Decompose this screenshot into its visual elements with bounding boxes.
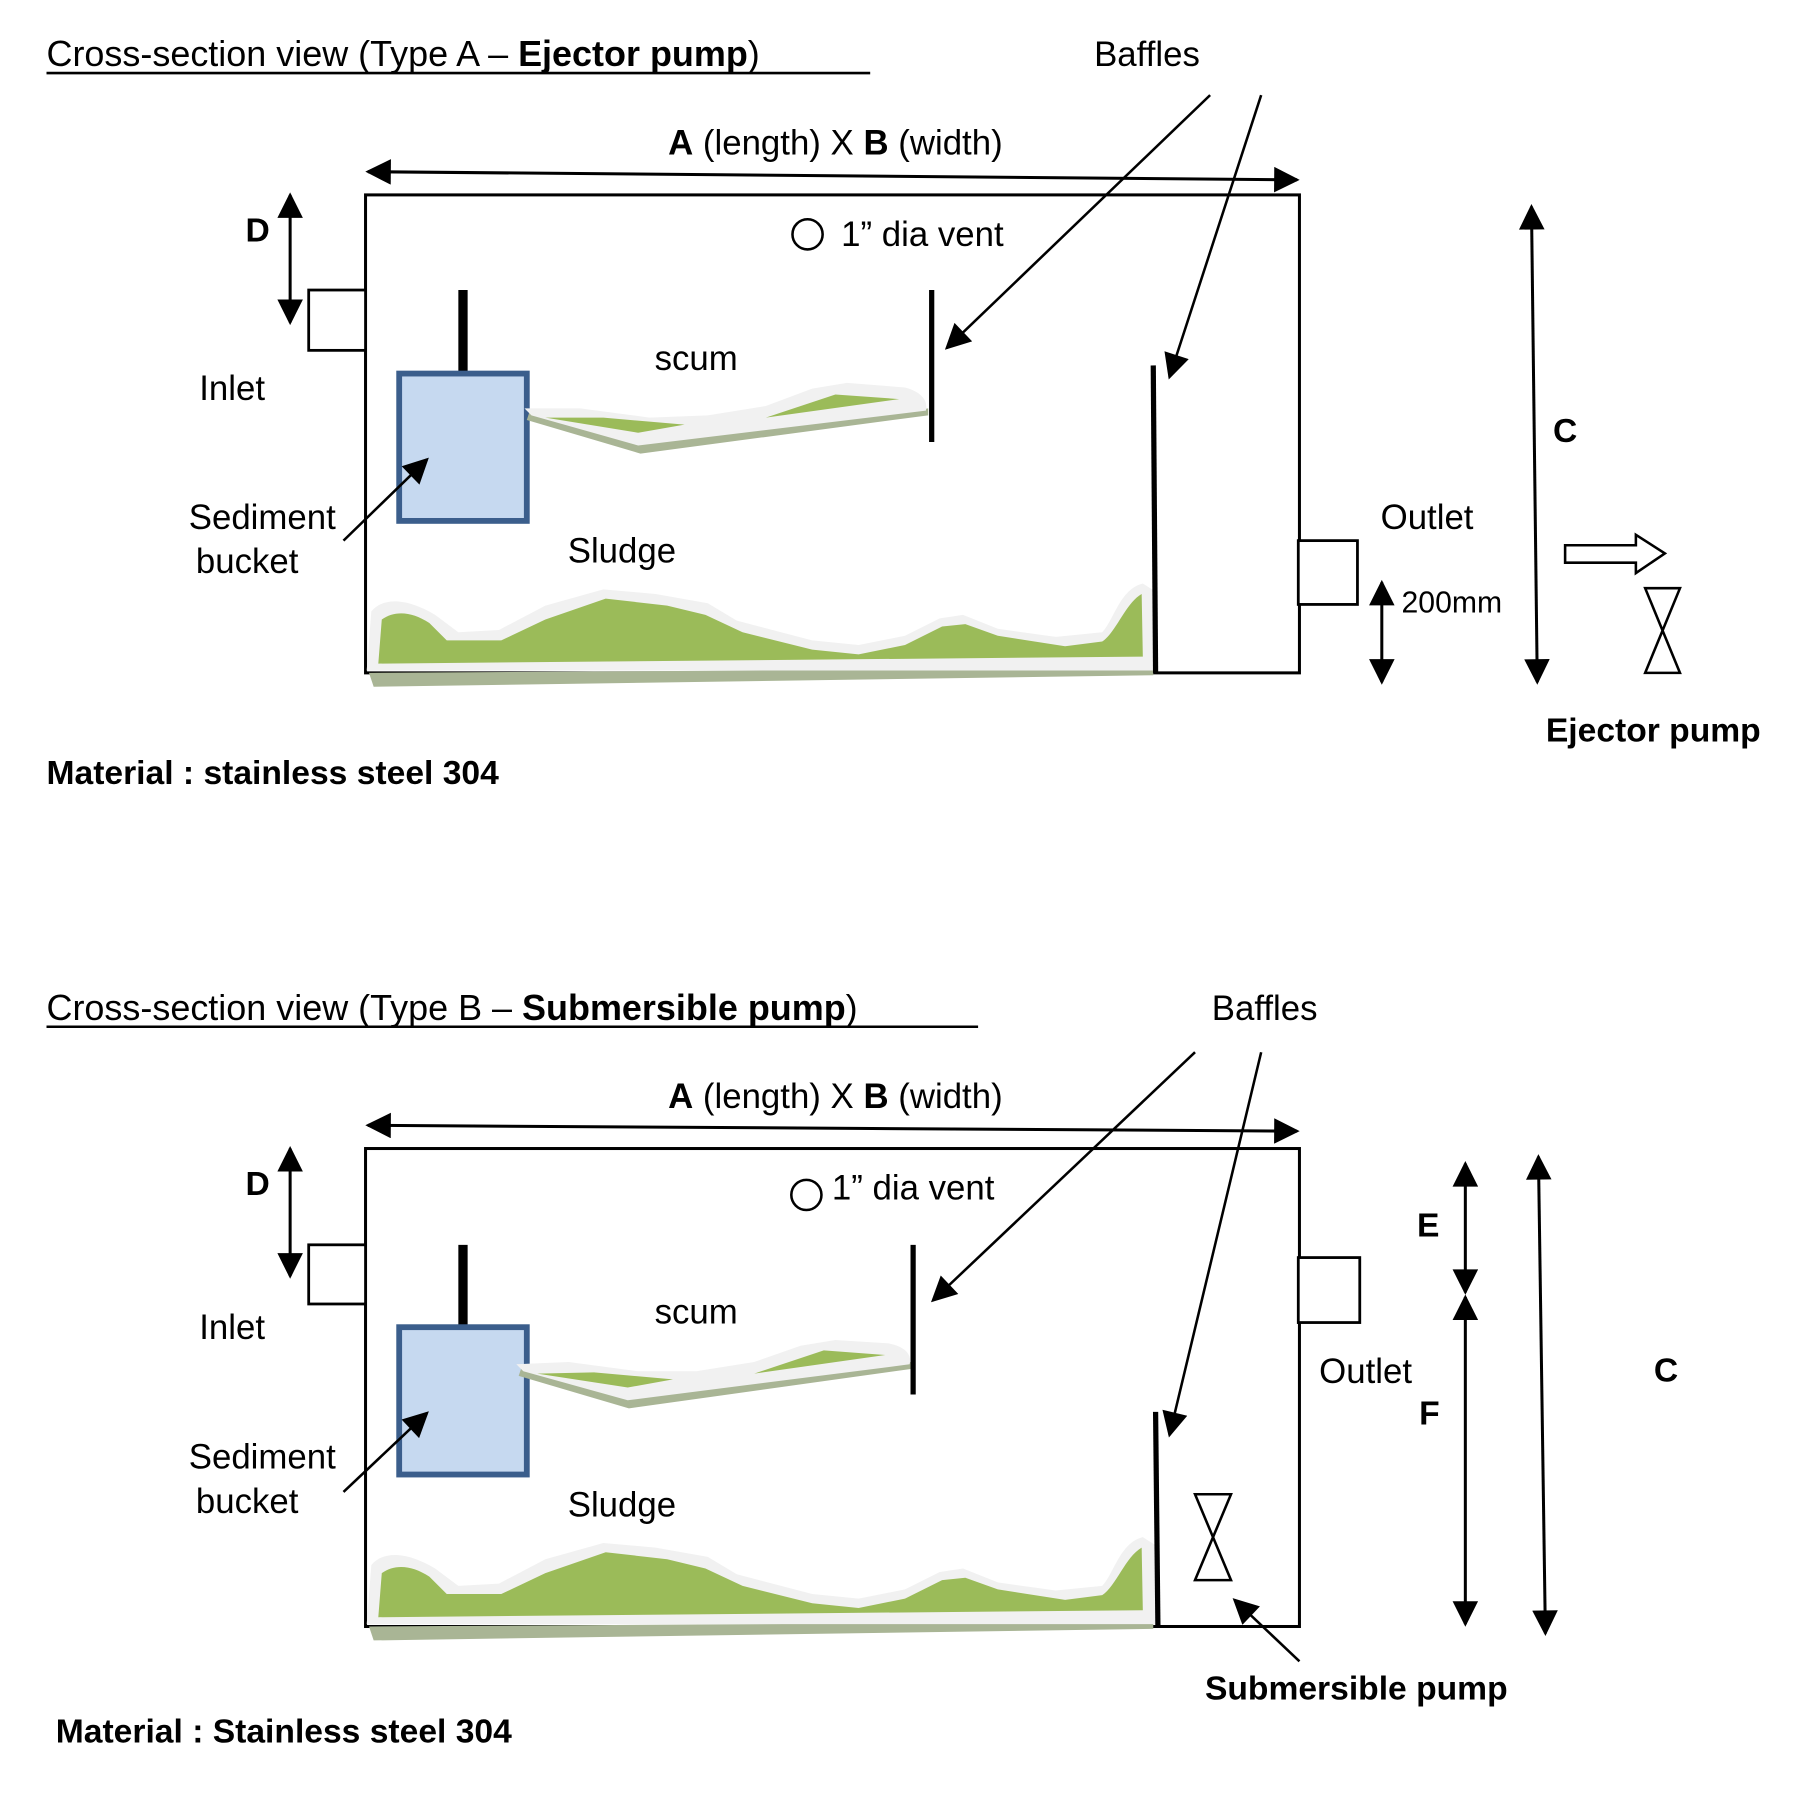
length-dimension-arrow [365, 159, 1300, 193]
sediment-bucket-pointer-arrow [342, 457, 429, 542]
sediment-bucket-label-line2: bucket [196, 542, 299, 581]
sediment-bucket [396, 1324, 530, 1478]
sludge-label: Sludge [568, 532, 676, 571]
c-dimension-arrow [1518, 203, 1550, 685]
baffle [1152, 1411, 1161, 1627]
scum-layer [524, 382, 929, 454]
vent-icon [791, 217, 824, 251]
pump-icon [1643, 586, 1682, 675]
inlet-label: Inlet [199, 1308, 265, 1347]
baffle-pointer-arrow [930, 1051, 1196, 1303]
c-dimension-arrow [1526, 1154, 1558, 1637]
flow-arrow-icon [1563, 532, 1668, 576]
pump-label: Submersible pump [1205, 1671, 1508, 1708]
inlet-label: Inlet [199, 369, 265, 408]
dimension-label: A (length) X B (width) [668, 1077, 1003, 1116]
scum-label: scum [655, 339, 738, 378]
outlet-label: Outlet [1381, 498, 1474, 537]
sediment-bucket-label-line2: bucket [196, 1482, 299, 1521]
vent-label: 1” dia vent [841, 215, 1004, 254]
dimension-label: A (length) X B (width) [668, 123, 1003, 162]
vent-icon [790, 1178, 823, 1212]
baffle-pointer-arrow [1164, 94, 1263, 380]
baffles-label: Baffles [1212, 989, 1318, 1028]
pump-pointer-arrow [1232, 1598, 1301, 1663]
diagram-b-title: Cross-section view (Type B – Submersible… [47, 987, 858, 1028]
pump-label: Ejector pump [1546, 712, 1761, 749]
inlet-pipe [307, 1243, 367, 1306]
scum-label: scum [655, 1293, 738, 1332]
length-dimension-arrow [365, 1112, 1300, 1144]
f-label: F [1419, 1396, 1440, 1433]
sludge-layer [366, 1537, 1156, 1641]
material-label: Material : Stainless steel 304 [56, 1714, 512, 1751]
outlet-height-label: 200mm [1402, 587, 1503, 620]
sediment-bucket-label-line1: Sediment [189, 498, 336, 537]
c-label: C [1654, 1353, 1678, 1390]
sediment-bucket-label-line1: Sediment [189, 1438, 336, 1477]
d-label: D [245, 1166, 269, 1203]
baffle [1150, 365, 1159, 673]
c-label: C [1553, 413, 1577, 450]
diagram-type-b: Cross-section view (Type B – Submersible… [47, 987, 1679, 1751]
inlet-pipe [307, 288, 367, 352]
outlet-label: Outlet [1319, 1352, 1412, 1391]
outlet-pipe [1296, 1256, 1362, 1324]
baffle-pointer-arrow [1162, 1051, 1263, 1438]
d-label: D [245, 212, 269, 249]
e-label: E [1417, 1208, 1439, 1245]
sediment-bucket-pointer-arrow [342, 1411, 429, 1493]
diagram-a-title: Cross-section view (Type A – Ejector pum… [47, 33, 760, 74]
sludge-label: Sludge [568, 1485, 676, 1524]
pump-icon [1193, 1492, 1233, 1582]
material-label: Material : stainless steel 304 [47, 755, 500, 792]
baffles-label: Baffles [1094, 35, 1200, 74]
outlet-pipe [1296, 539, 1359, 606]
sludge-layer [366, 583, 1156, 687]
baffle-pointer-arrow [944, 94, 1211, 350]
vent-label: 1” dia vent [832, 1169, 995, 1208]
diagram-type-a: Cross-section view (Type A – Ejector pum… [47, 33, 1761, 792]
scum-layer [516, 1339, 911, 1409]
sediment-bucket [396, 370, 530, 524]
